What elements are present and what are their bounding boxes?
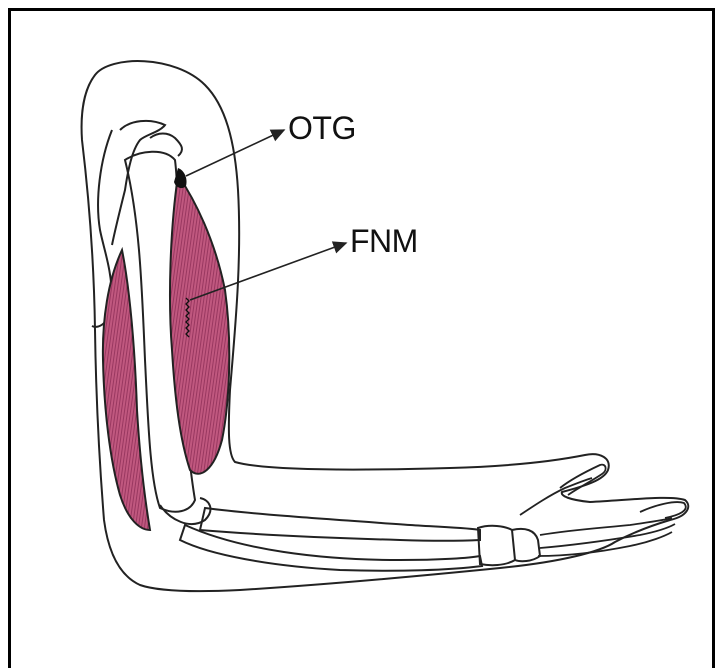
wrist-bones — [478, 526, 540, 565]
scapula — [112, 121, 165, 245]
biceps-muscle — [170, 175, 229, 474]
otg-arrow — [186, 130, 284, 176]
hand-bones — [520, 478, 675, 556]
fnm-label: FNM — [350, 223, 418, 260]
fingertips — [640, 502, 686, 518]
arm-diagram — [0, 0, 721, 647]
radius-bone — [200, 508, 480, 541]
triceps-muscle — [103, 250, 150, 530]
otg-label: OTG — [288, 110, 356, 147]
